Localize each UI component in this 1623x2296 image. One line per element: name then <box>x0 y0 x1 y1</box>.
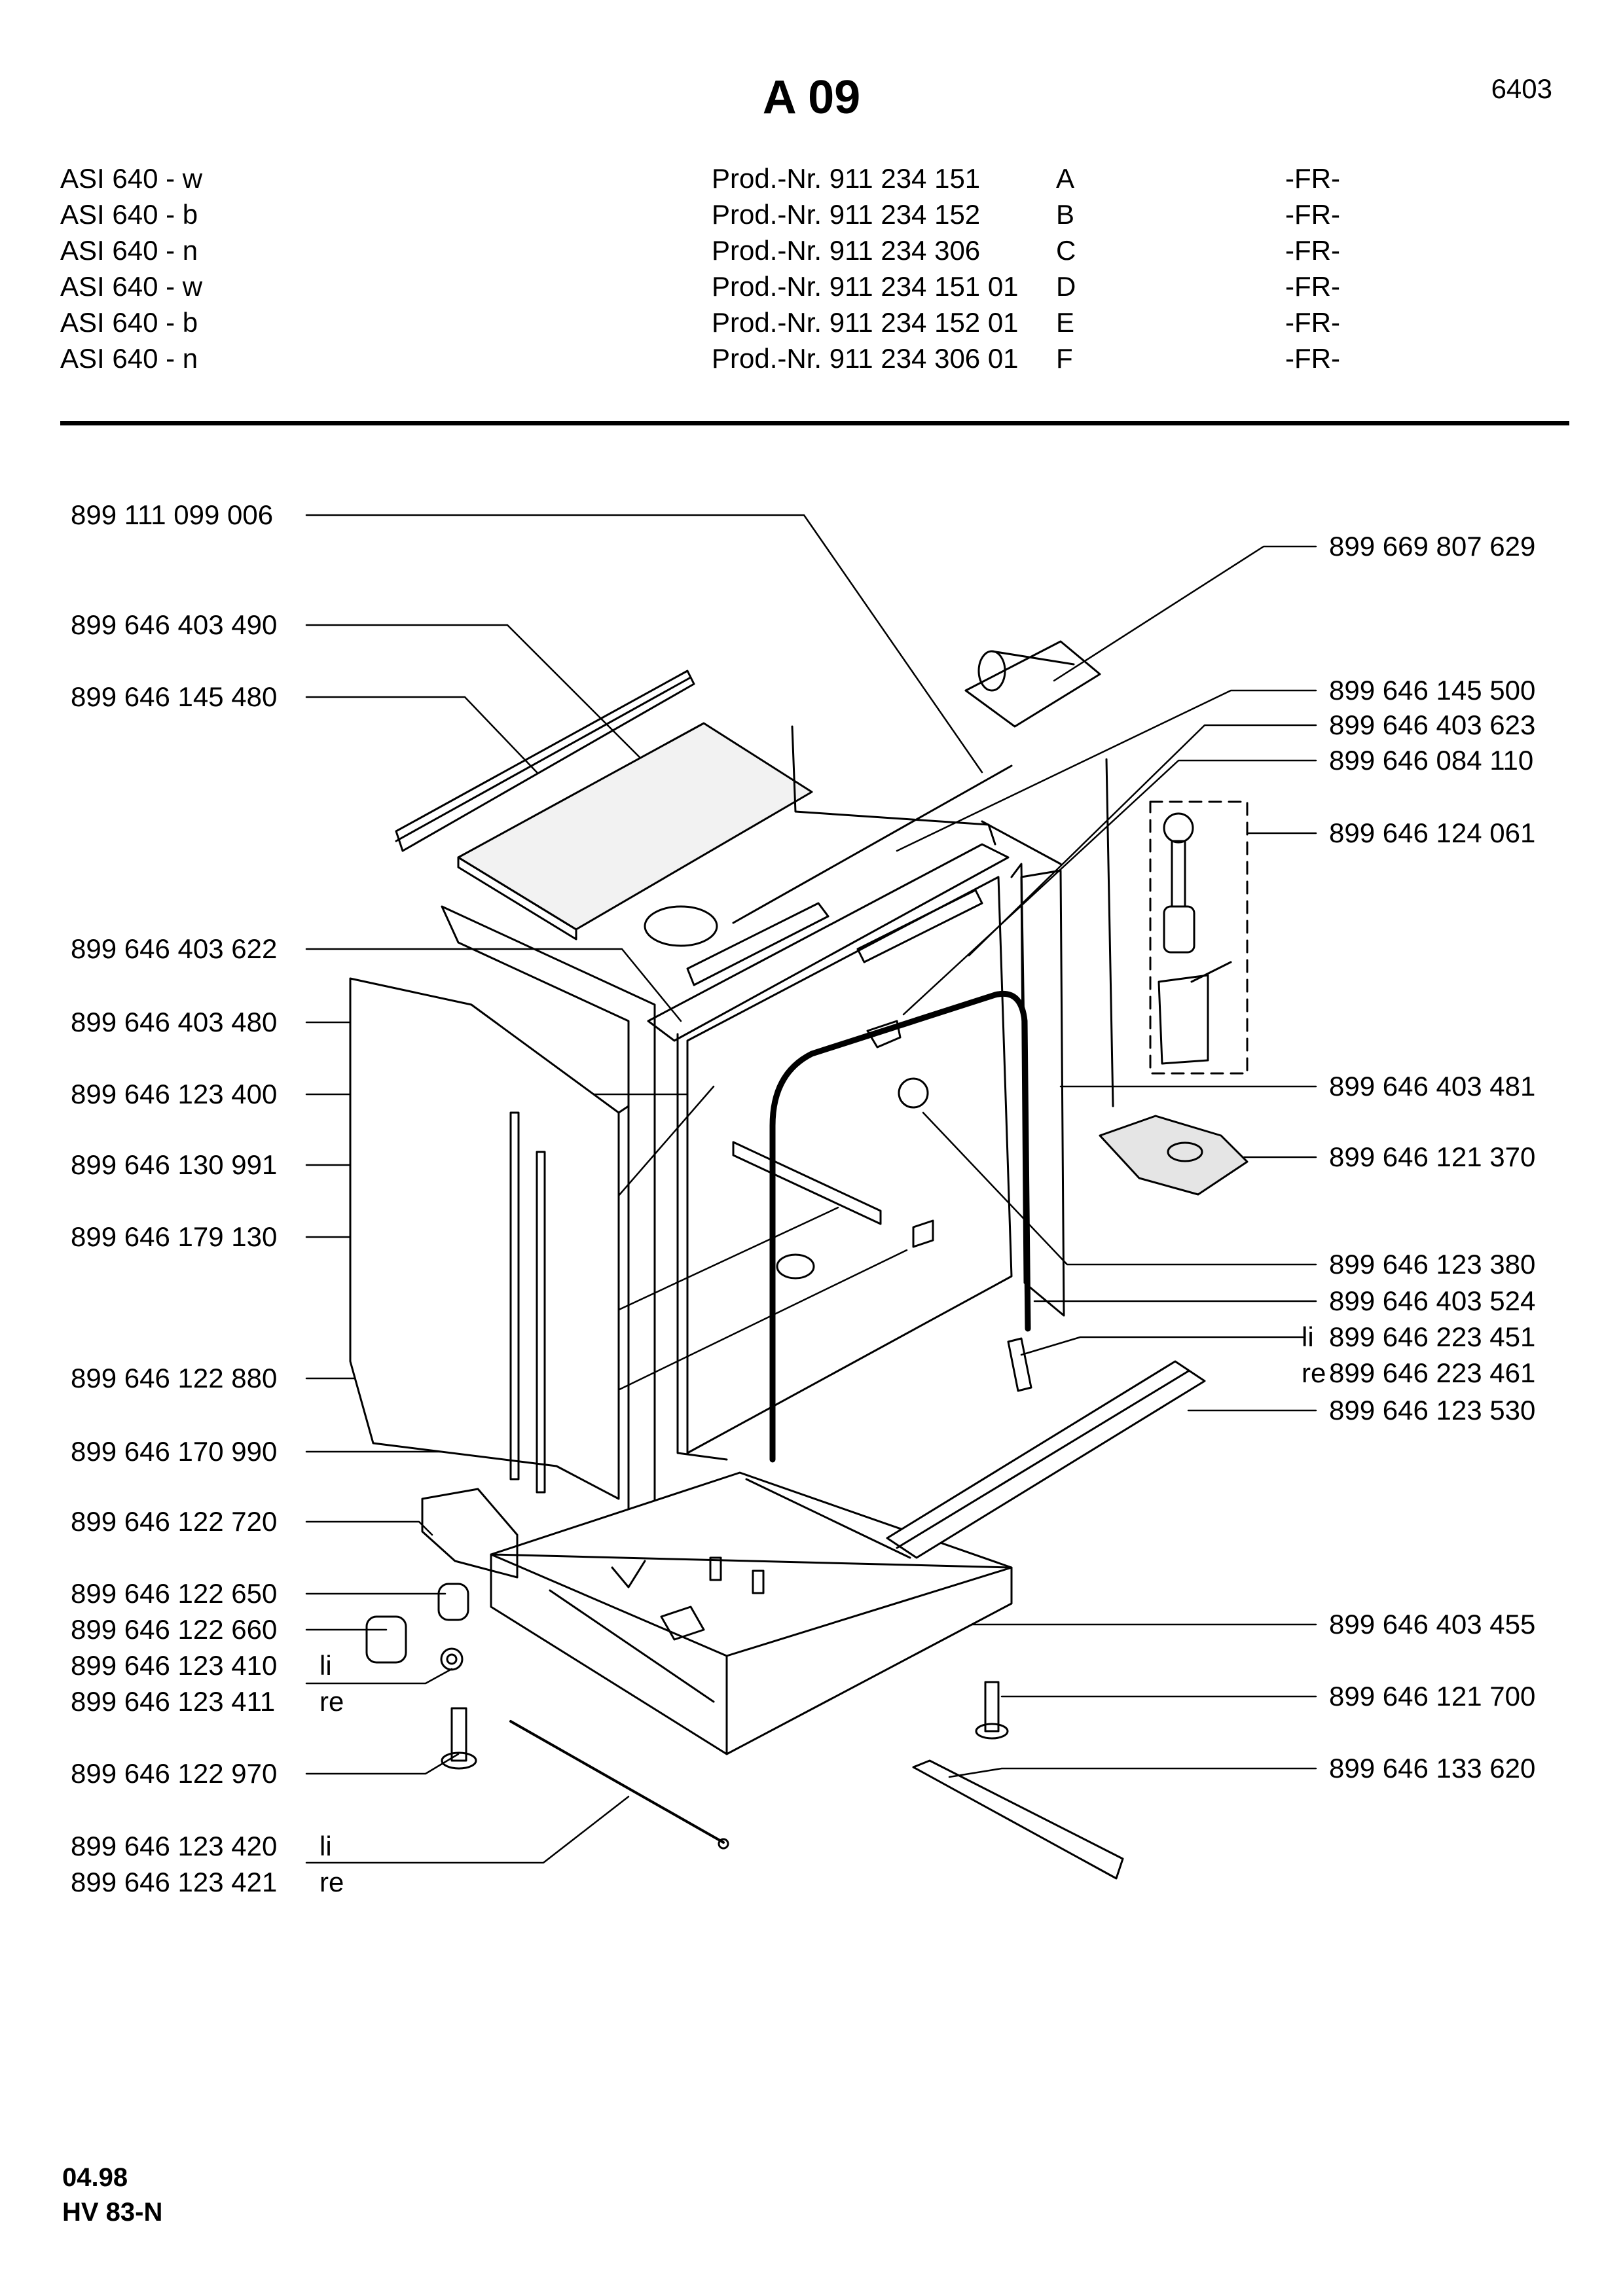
variant-code: D <box>1056 271 1076 302</box>
product-number: Prod.-Nr. 911 234 306 01 <box>712 343 1019 374</box>
part-label: 899 646 223 451 <box>1329 1321 1536 1352</box>
country-code: -FR- <box>1285 343 1340 374</box>
part-label: 899 646 123 380 <box>1329 1249 1536 1280</box>
part-label: 899 646 121 370 <box>1329 1141 1536 1172</box>
leader-lines-right <box>896 545 1317 1778</box>
part-label: 899 646 121 700 <box>1329 1681 1536 1712</box>
part-label: 899 646 122 660 <box>71 1614 278 1645</box>
part-label: 899 669 807 629 <box>1329 531 1536 562</box>
part-label: 899 646 179 130 <box>71 1221 278 1252</box>
side-suffix: li <box>319 1650 332 1681</box>
side-suffix: li <box>319 1831 332 1861</box>
part-label: 899 646 145 500 <box>1329 675 1536 706</box>
country-code: -FR- <box>1285 199 1340 230</box>
side-suffix: re <box>319 1867 344 1897</box>
part-label: 899 646 403 622 <box>71 933 278 964</box>
part-label: 899 646 123 420 <box>71 1831 278 1861</box>
product-number: Prod.-Nr. 911 234 152 01 <box>712 307 1019 338</box>
variant-code: F <box>1056 343 1073 374</box>
country-code: -FR- <box>1285 163 1340 194</box>
footer-date: 04.98 <box>62 2163 128 2192</box>
model-name: ASI 640 - n <box>60 343 198 374</box>
country-code: -FR- <box>1285 235 1340 266</box>
part-label: 899 646 123 410 <box>71 1650 278 1681</box>
part-label: 899 646 403 623 <box>1329 709 1536 740</box>
side-suffix: re <box>319 1686 344 1717</box>
variant-code: C <box>1056 235 1076 266</box>
part-label: 899 646 170 990 <box>71 1436 278 1467</box>
part-label: 899 646 403 481 <box>1329 1071 1536 1102</box>
part-label: 899 646 123 411 <box>71 1686 276 1717</box>
part-label: 899 646 223 461 <box>1329 1357 1536 1388</box>
model-name: ASI 640 - w <box>60 163 203 194</box>
part-label: 899 646 403 524 <box>1329 1285 1536 1316</box>
part-label: 899 646 122 650 <box>71 1578 278 1609</box>
country-code: -FR- <box>1285 271 1340 302</box>
part-label: 899 646 124 061 <box>1329 817 1536 848</box>
part-label: 899 646 122 970 <box>71 1758 278 1789</box>
footer-code: HV 83-N <box>62 2198 163 2227</box>
variant-code: E <box>1056 307 1075 338</box>
part-label: 899 646 133 620 <box>1329 1753 1536 1784</box>
product-number: Prod.-Nr. 911 234 151 01 <box>712 271 1019 302</box>
page-title: A 09 <box>762 71 861 124</box>
part-label: 899 646 123 400 <box>71 1079 278 1109</box>
variant-code: B <box>1056 199 1075 230</box>
page-number: 6403 <box>1491 73 1552 104</box>
side-prefix: li <box>1302 1321 1314 1352</box>
part-label: 899 646 403 455 <box>1329 1609 1536 1640</box>
country-code: -FR- <box>1285 307 1340 338</box>
part-label: 899 646 084 110 <box>1329 745 1534 776</box>
part-label: 899 646 123 530 <box>1329 1395 1536 1426</box>
product-number: Prod.-Nr. 911 234 152 <box>712 199 981 230</box>
model-name: ASI 640 - n <box>60 235 198 266</box>
side-prefix: re <box>1302 1357 1326 1388</box>
part-label: 899 646 403 490 <box>71 609 278 640</box>
header-divider <box>60 421 1569 425</box>
model-name: ASI 640 - b <box>60 307 198 338</box>
part-label: 899 646 122 880 <box>71 1363 278 1393</box>
part-label: 899 646 130 991 <box>71 1149 278 1180</box>
parts <box>349 640 1249 1880</box>
variant-code: A <box>1056 163 1075 194</box>
model-name: ASI 640 - w <box>60 271 203 302</box>
model-name: ASI 640 - b <box>60 199 198 230</box>
part-label: 899 646 123 421 <box>71 1867 278 1897</box>
product-number: Prod.-Nr. 911 234 151 <box>712 163 981 194</box>
part-label: 899 111 099 006 <box>71 499 274 530</box>
part-label: 899 646 145 480 <box>71 681 278 712</box>
part-label: 899 646 403 480 <box>71 1007 278 1037</box>
product-number: Prod.-Nr. 911 234 306 <box>712 235 981 266</box>
part-label: 899 646 122 720 <box>71 1506 278 1537</box>
